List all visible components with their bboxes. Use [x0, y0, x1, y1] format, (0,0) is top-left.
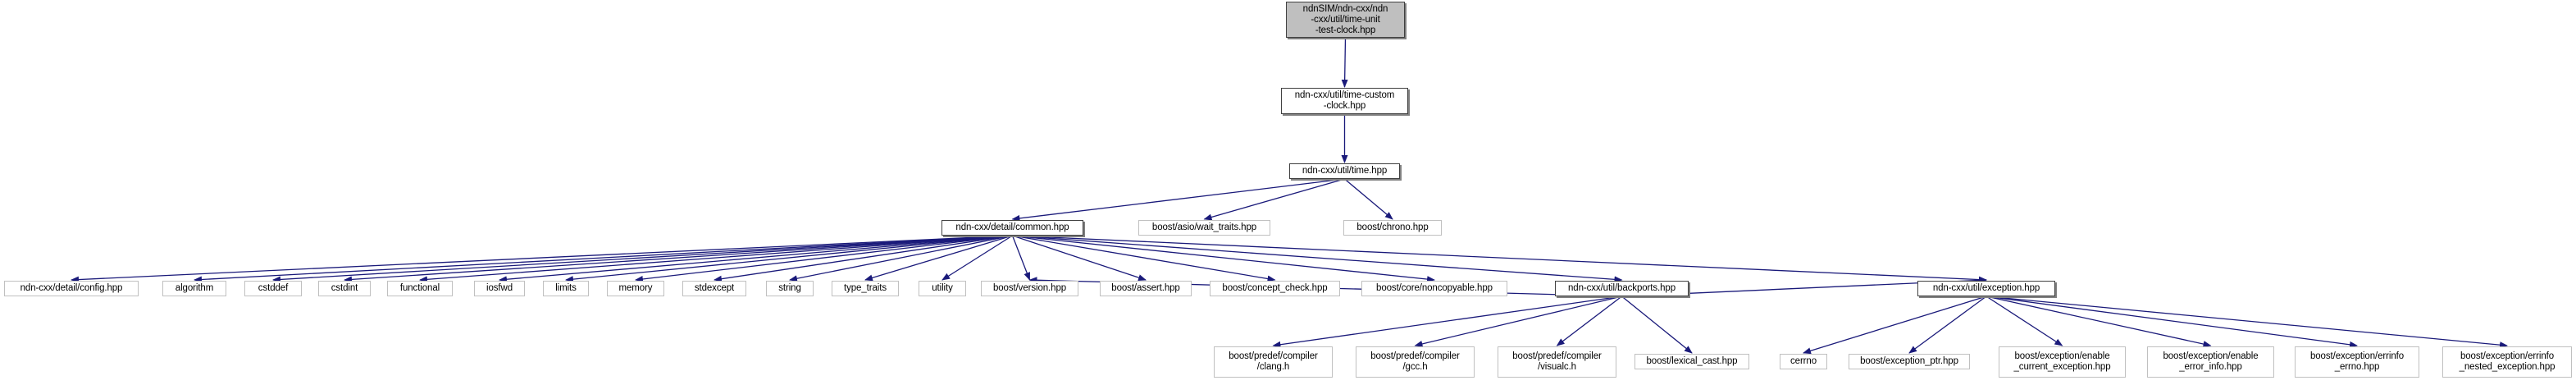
graph-edge-exception-to-errinfonest — [1986, 296, 2508, 349]
graph-node-pgcc[interactable]: boost/predef/compiler /gcc.h — [1356, 346, 1475, 378]
graph-edge-common-to-backports — [1012, 235, 1623, 283]
graph-node-chrono[interactable]: boost/chrono.hpp — [1343, 220, 1442, 236]
graph-node-pclang[interactable]: boost/predef/compiler /clang.h — [1214, 346, 1333, 378]
graph-node-errinfoerrno[interactable]: boost/exception/errinfo _errno.hpp — [2295, 346, 2419, 378]
graph-edge-time-to-waittraits — [1203, 178, 1345, 221]
graph-node-limits[interactable]: limits — [543, 281, 589, 296]
graph-node-pvisualc[interactable]: boost/predef/compiler /visualc.h — [1498, 346, 1616, 378]
graph-node-bversion[interactable]: boost/version.hpp — [981, 281, 1078, 296]
graph-edge-common-to-iosfwd — [499, 235, 1013, 283]
graph-node-algorithm[interactable]: algorithm — [162, 281, 226, 296]
graph-node-cstddef[interactable]: cstddef — [244, 281, 302, 296]
graph-node-bnoncopy[interactable]: boost/core/noncopyable.hpp — [1361, 281, 1507, 296]
graph-edge-time-to-chrono — [1344, 178, 1393, 220]
graph-edge-exception-to-exceptionptr — [1908, 296, 1987, 354]
graph-node-errinfonest[interactable]: boost/exception/errinfo _nested_exceptio… — [2442, 346, 2572, 378]
graph-edge-common-to-exception — [1012, 235, 1987, 283]
graph-edge-exception-to-errinfoerrno — [1986, 296, 2358, 348]
graph-node-bconcept[interactable]: boost/concept_check.hpp — [1210, 281, 1340, 296]
graph-edge-root-to-timecustom — [1341, 37, 1348, 88]
graph-edge-common-to-cstddef — [272, 235, 1013, 283]
graph-edge-common-to-cstdint — [344, 235, 1013, 283]
graph-node-stdexcept[interactable]: stdexcept — [682, 281, 746, 296]
graph-edge-common-to-bassert — [1012, 235, 1147, 281]
graph-node-typetraits[interactable]: type_traits — [832, 281, 899, 296]
graph-node-config[interactable]: ndn-cxx/detail/config.hpp — [4, 281, 139, 296]
graph-edge-exception-to-enableerr — [1986, 296, 2212, 347]
graph-edge-common-to-string — [789, 235, 1013, 282]
graph-edge-backports-to-pvisualc — [1556, 296, 1622, 346]
graph-edge-common-to-typetraits — [864, 235, 1013, 282]
graph-edge-backports-to-lexicalcast — [1621, 296, 1693, 354]
graph-node-timecustom[interactable]: ndn-cxx/util/time-custom -clock.hpp — [1281, 88, 1408, 114]
graph-node-enablecur[interactable]: boost/exception/enable _current_exceptio… — [1999, 346, 2126, 378]
graph-edge-backports-to-pgcc — [1414, 296, 1622, 347]
graph-edge-exception-to-enablecur — [1986, 296, 2063, 346]
graph-node-iosfwd[interactable]: iosfwd — [474, 281, 525, 296]
graph-node-utility[interactable]: utility — [919, 281, 966, 296]
graph-node-common[interactable]: ndn-cxx/detail/common.hpp — [941, 220, 1083, 236]
graph-edge-common-to-functional — [419, 235, 1013, 283]
graph-edge-common-to-bnoncopy — [1012, 235, 1435, 283]
graph-edge-common-to-memory — [635, 235, 1013, 282]
graph-node-enableerr[interactable]: boost/exception/enable _error_info.hpp — [2147, 346, 2274, 378]
graph-node-string[interactable]: string — [766, 281, 814, 296]
graph-edge-common-to-bversion — [1011, 235, 1031, 281]
graph-edge-common-to-stdexcept — [714, 235, 1013, 282]
graph-edge-common-to-utility — [941, 235, 1013, 281]
graph-edge-common-to-algorithm — [194, 235, 1013, 283]
graph-node-memory[interactable]: memory — [607, 281, 664, 296]
graph-node-bassert[interactable]: boost/assert.hpp — [1100, 281, 1192, 296]
graph-edge-common-to-bconcept — [1012, 235, 1276, 282]
graph-edge-time-to-common — [1011, 178, 1345, 222]
graph-node-lexicalcast[interactable]: boost/lexical_cast.hpp — [1635, 354, 1749, 369]
graph-edge-common-to-config — [71, 235, 1013, 283]
graph-node-root[interactable]: ndnSIM/ndn-cxx/ndn -cxx/util/time-unit -… — [1286, 2, 1405, 38]
graph-node-time[interactable]: ndn-cxx/util/time.hpp — [1289, 163, 1400, 179]
graph-node-cstdint[interactable]: cstdint — [318, 281, 371, 296]
graph-node-cerrno[interactable]: cerrno — [1780, 354, 1827, 369]
graph-edge-common-to-limits — [565, 235, 1013, 283]
graph-node-functional[interactable]: functional — [387, 281, 453, 296]
graph-node-exception[interactable]: ndn-cxx/util/exception.hpp — [1917, 281, 2055, 296]
graph-node-exceptionptr[interactable]: boost/exception_ptr.hpp — [1849, 354, 1970, 369]
graph-node-waittraits[interactable]: boost/asio/wait_traits.hpp — [1138, 220, 1270, 236]
graph-edge-exception-to-cerrno — [1803, 296, 1987, 355]
graph-edge-backports-to-pclang — [1272, 296, 1622, 348]
graph-node-backports[interactable]: ndn-cxx/util/backports.hpp — [1555, 281, 1689, 296]
